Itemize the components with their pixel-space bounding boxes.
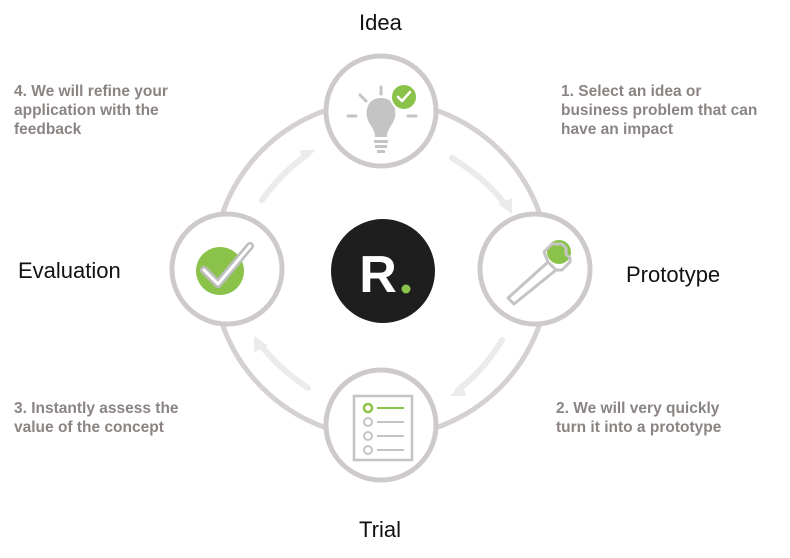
- step-2-line: turn it into a prototype: [556, 419, 722, 436]
- arrowhead-idea-to-prototype: [498, 198, 512, 214]
- arrow-idea-to-prototype: [449, 155, 509, 209]
- step-3-text: 3. Instantly assess the value of the con…: [14, 399, 179, 437]
- step-1-line: have an impact: [561, 121, 673, 138]
- prototype-node: [477, 211, 593, 327]
- step-2-text: 2. We will very quickly turn it into a p…: [556, 399, 721, 437]
- stage-label-trial: Trial: [359, 517, 401, 542]
- trial-node: [323, 367, 439, 483]
- arrow-prototype-to-trial: [455, 337, 505, 393]
- logo-letter: R: [359, 246, 397, 304]
- step-2-line: 2. We will very quickly: [556, 400, 720, 417]
- arrowhead-prototype-to-trial: [450, 382, 466, 396]
- center-logo: R: [331, 219, 435, 323]
- lightbulb-check-icon: [346, 83, 418, 153]
- idea-node: [323, 53, 439, 169]
- arrowhead-trial-to-evaluation: [254, 336, 268, 352]
- step-4-line: 4. We will refine your: [14, 83, 168, 100]
- flow-arrows: [254, 150, 512, 396]
- stage-label-evaluation: Evaluation: [18, 258, 121, 283]
- checklist-icon: [352, 394, 414, 462]
- step-4-line: application with the: [14, 102, 159, 119]
- step-4-line: feedback: [14, 121, 82, 138]
- step-1-line: 1. Select an idea or: [561, 83, 702, 100]
- arrow-trial-to-evaluation: [257, 341, 311, 391]
- stage-label-idea: Idea: [359, 10, 402, 35]
- step-3-line: 3. Instantly assess the: [14, 400, 179, 417]
- checkmark-icon: [196, 242, 254, 295]
- step-4-text: 4. We will refine your application with …: [14, 82, 168, 139]
- wrench-icon: [506, 240, 572, 306]
- step-3-line: value of the concept: [14, 419, 164, 436]
- stage-label-prototype: Prototype: [626, 262, 721, 287]
- step-1-line: business problem that can: [561, 102, 758, 119]
- logo-circle: [331, 219, 435, 323]
- step-1-text: 1. Select an idea or business problem th…: [561, 82, 757, 139]
- arrow-evaluation-to-idea: [259, 151, 311, 203]
- logo-dot: [401, 284, 411, 294]
- evaluation-node: [169, 211, 285, 327]
- arrowhead-evaluation-to-idea: [300, 150, 316, 162]
